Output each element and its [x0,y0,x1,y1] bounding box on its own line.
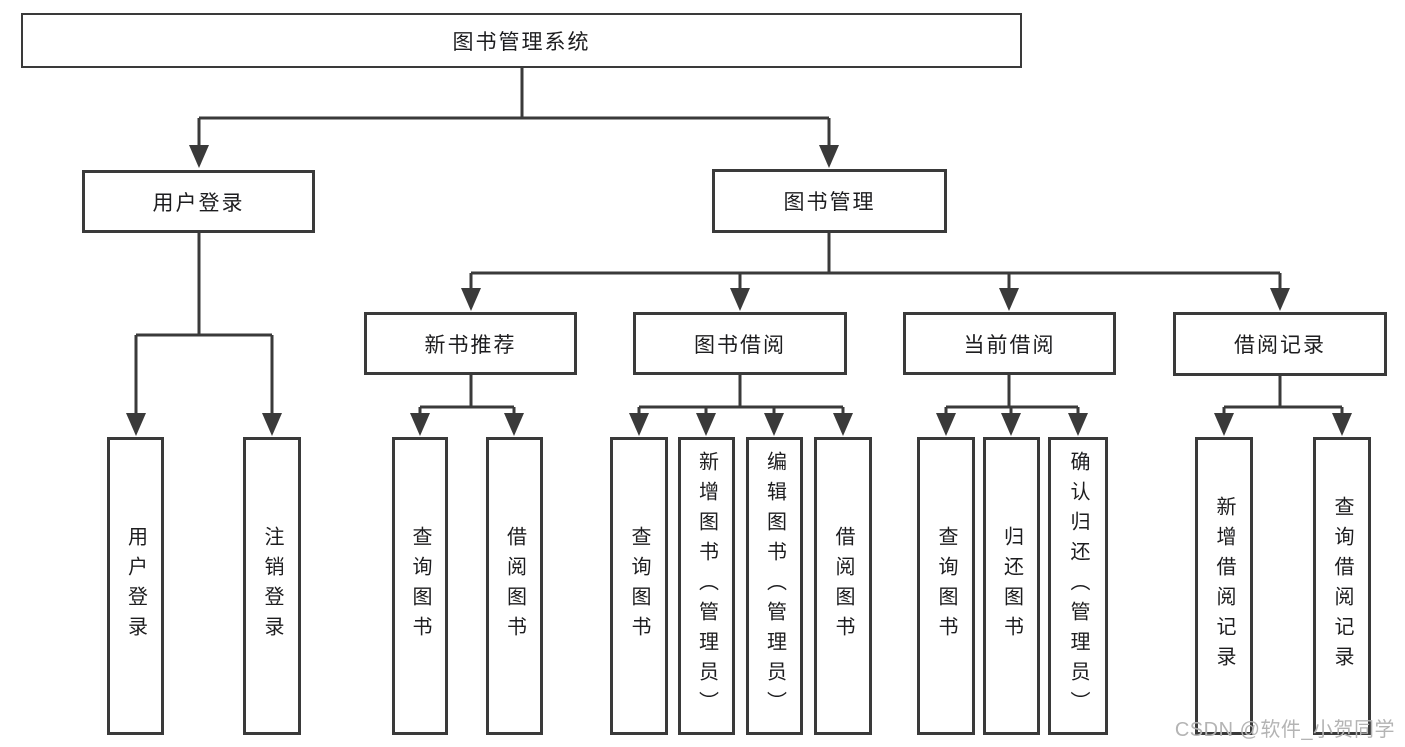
node-label: 借阅记录 [1234,334,1326,357]
node-label: 新书推荐 [424,333,517,357]
node-label: 查询图书 [628,526,650,646]
node-label: 编辑图书（管理员） [763,451,786,721]
node-label: 新增图书（管理员） [695,451,718,721]
leaf-borrow-books: 借阅图书 [814,437,872,735]
node-new-book-recommend: 新书推荐 [364,312,577,375]
node-library-management-system: 图书管理系统 [21,13,1022,68]
node-label: 图书借阅 [694,333,786,357]
node-label: 借阅图书 [503,526,526,646]
leaf-borrow-books-recommend: 借阅图书 [486,437,543,735]
tree-edges [134,68,1344,418]
node-book-management: 图书管理 [712,169,947,233]
leaf-return-books: 归还图书 [983,437,1040,735]
node-label: 借阅图书 [832,526,854,646]
leaf-query-books-current: 查询图书 [917,437,975,735]
node-label: 新增借阅记录 [1213,496,1235,676]
leaf-edit-books-admin: 编辑图书（管理员） [746,437,803,735]
node-label: 图书管理系统 [452,30,591,54]
node-label: 查询图书 [409,526,431,646]
leaf-user-login: 用户登录 [107,437,164,735]
arrow-heads [126,145,1352,436]
node-label: 用户登录 [124,526,147,646]
leaf-add-books-admin: 新增图书（管理员） [678,437,735,735]
leaf-confirm-return-admin: 确认归还（管理员） [1048,437,1108,735]
leaf-query-books-recommend: 查询图书 [392,437,448,735]
node-label: 归还图书 [1000,526,1023,646]
node-book-borrowing: 图书借阅 [633,312,847,375]
node-borrowing-records: 借阅记录 [1173,312,1387,376]
leaf-query-books-borrowing: 查询图书 [610,437,668,735]
node-label: 注销登录 [261,526,283,646]
node-label: 当前借阅 [963,333,1056,357]
leaf-logout: 注销登录 [243,437,301,735]
leaf-query-borrow-record: 查询借阅记录 [1313,437,1371,735]
node-label: 查询借阅记录 [1331,496,1353,676]
node-user-login: 用户登录 [82,170,315,233]
node-label: 用户登录 [152,191,245,215]
node-current-borrowing: 当前借阅 [903,312,1116,375]
node-label: 图书管理 [783,191,876,214]
node-label: 确认归还（管理员） [1067,451,1089,721]
leaf-add-borrow-record: 新增借阅记录 [1195,437,1253,735]
node-label: 查询图书 [935,526,957,646]
